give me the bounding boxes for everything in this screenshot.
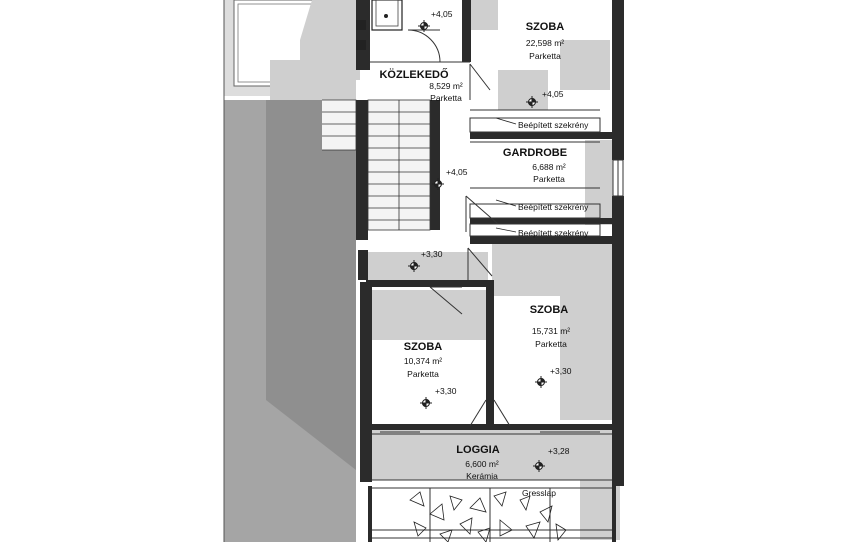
level-marker-loggia <box>533 460 545 472</box>
stair-wall <box>430 100 440 230</box>
note-wardrobe-3: Beépített szekrény <box>518 228 589 238</box>
wall-right-lower <box>612 196 624 486</box>
wall-left-upper <box>356 0 370 70</box>
walls <box>356 0 624 542</box>
room-name-gardrobe: GARDROBE <box>503 147 567 159</box>
room-floor-kozlekedo: Parketta <box>430 93 462 103</box>
room-level-szoba-right: +3,30 <box>550 366 572 376</box>
level-label-stair: +4,05 <box>446 167 468 177</box>
doors <box>380 63 600 433</box>
room-level-loggia: +3,28 <box>548 446 570 456</box>
bathroom-fixtures <box>356 20 366 50</box>
windows <box>612 159 624 197</box>
room-floor-szoba-left: Parketta <box>407 369 439 379</box>
level-marker-szoba-right <box>535 376 547 388</box>
level-marker-stair <box>432 178 444 190</box>
staircase <box>322 99 431 231</box>
room-floor-loggia: Kerámia <box>466 471 498 481</box>
room-name-loggia: LOGGIA <box>456 444 499 456</box>
room-area-szoba-left: 10,374 m² <box>404 356 442 366</box>
level-label-landing: +3,30 <box>421 249 443 259</box>
room-name-szoba-top: SZOBA <box>526 21 565 33</box>
room-name-szoba-right: SZOBA <box>530 304 569 316</box>
building-shadow <box>266 100 356 470</box>
room-area-gardrobe: 6,688 m² <box>532 162 566 172</box>
room-level-szoba-top: +4,05 <box>542 89 564 99</box>
terrace-pattern <box>409 491 567 542</box>
level-markers <box>408 20 547 472</box>
wall-left-lower <box>360 282 372 482</box>
level-marker-bath <box>418 20 430 32</box>
room-area-szoba-right: 15,731 m² <box>532 326 570 336</box>
room-level-szoba-left: +3,30 <box>435 386 457 396</box>
wall-between-rooms <box>486 280 494 430</box>
room-area-loggia: 6,600 m² <box>465 459 499 469</box>
room-floor-szoba-top: Parketta <box>529 51 561 61</box>
wall-right-upper <box>612 0 624 160</box>
bathtub <box>371 0 403 31</box>
room-area-kozlekedo: 8,529 m² <box>429 81 463 91</box>
level-marker-szoba-top <box>526 96 538 108</box>
room-area-szoba-top: 22,598 m² <box>526 38 564 48</box>
room-name-kozlekedo: KÖZLEKEDŐ <box>379 68 449 81</box>
inner-lines <box>370 61 612 542</box>
bathroom-door <box>407 29 441 63</box>
room-name-szoba-left: SZOBA <box>404 341 443 353</box>
room-floor-szoba-right: Parketta <box>535 339 567 349</box>
note-wardrobe-2: Beépített szekrény <box>518 202 589 212</box>
level-marker-landing <box>408 260 420 272</box>
note-terrace: Gresslap <box>522 488 556 498</box>
room-floor-gardrobe: Parketta <box>533 174 565 184</box>
level-marker-szoba-left <box>420 397 432 409</box>
level-label-bath: +4,05 <box>431 9 453 19</box>
note-wardrobe-1: Beépített szekrény <box>518 120 589 130</box>
leader-lines <box>495 117 517 233</box>
wall-left-mid <box>356 100 368 240</box>
